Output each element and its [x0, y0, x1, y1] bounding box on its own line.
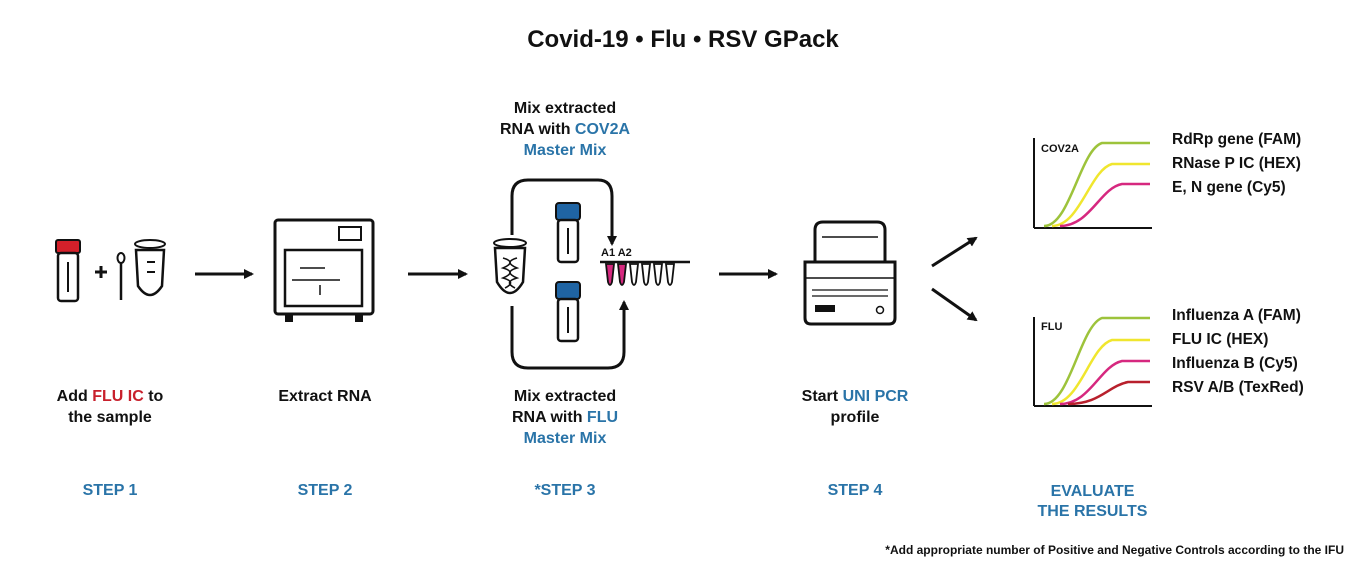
evaluate-label: EVALUATE THE RESULTS	[1010, 482, 1175, 522]
mix-loop-top	[510, 178, 617, 246]
step3-bottom-line1: Mix extracted	[513, 388, 617, 405]
step3-top-line1: Mix extracted	[513, 100, 617, 117]
sample-cup-icon	[134, 239, 166, 297]
plus-icon	[95, 266, 107, 278]
step1-caption: Add FLU IC to the sample	[25, 386, 195, 428]
arrow-to-flu-results	[931, 287, 978, 322]
step3-bottom-line2: RNA with	[511, 409, 587, 426]
well-labels: A1 A2	[601, 247, 632, 259]
legend-entry: FLU IC (HEX)	[1172, 331, 1269, 348]
evaluate-label-line2: THE RESULTS	[1037, 503, 1148, 520]
cov2a-legend: RdRp gene (FAM) RNase P IC (HEX) E, N ge…	[1172, 128, 1301, 200]
legend-entry: RNase P IC (HEX)	[1172, 155, 1301, 172]
legend-entry: RSV A/B (TexRed)	[1172, 379, 1304, 396]
legend-entry: E, N gene (Cy5)	[1172, 179, 1286, 196]
step3-label: *STEP 3	[534, 482, 596, 499]
step1-caption-text: Add	[56, 388, 93, 405]
evaluate-label-line1: EVALUATE	[1050, 483, 1135, 500]
flu-ic-highlight: FLU IC	[92, 388, 144, 405]
step2-caption: Extract RNA	[278, 388, 372, 405]
flu-master-mix-tube-icon	[555, 281, 581, 343]
footnote: *Add appropriate number of Positive and …	[885, 543, 1344, 557]
cov2a-plot-label: COV2A	[1041, 143, 1079, 155]
rna-tube-icon	[493, 238, 527, 295]
pcr-instrument-icon	[803, 220, 897, 326]
step1-label: STEP 1	[82, 482, 138, 499]
flu-amplification-plot	[1033, 316, 1152, 407]
cov2a-master-mix-tube-icon	[555, 202, 581, 264]
uni-pcr-highlight: UNI PCR	[842, 388, 909, 405]
step4-caption-line2: profile	[830, 409, 880, 426]
flu-plot-label: FLU	[1041, 321, 1063, 333]
cov2a-amplification-plot	[1033, 138, 1152, 229]
flu-highlight: FLU	[586, 409, 619, 426]
legend-entry: Influenza A (FAM)	[1172, 307, 1301, 324]
legend-entry: RdRp gene (FAM)	[1172, 131, 1302, 148]
mix-loop-bottom	[510, 300, 629, 370]
legend-entry: Influenza B (Cy5)	[1172, 355, 1298, 372]
arrow-to-cov2a-results	[931, 236, 978, 268]
step4-caption: Start UNI PCR profile	[770, 386, 940, 428]
step3-top-caption: Mix extracted RNA with COV2A Master Mix	[465, 98, 665, 161]
step1-caption-text-end: to	[143, 388, 164, 405]
cov2a-highlight: COV2A	[574, 121, 631, 138]
step4-label: STEP 4	[827, 482, 883, 499]
sample-tube-icon	[55, 239, 81, 303]
extraction-instrument-icon	[273, 218, 375, 322]
swab-icon	[116, 252, 126, 300]
pcr-strip-icon	[600, 260, 690, 286]
step3-bottom-caption: Mix extracted RNA with FLU Master Mix	[465, 386, 665, 449]
step3-bottom-line3: Master Mix	[523, 430, 607, 447]
step2-label: STEP 2	[297, 482, 353, 499]
flu-legend: Influenza A (FAM) FLU IC (HEX) Influenza…	[1172, 304, 1304, 400]
diagram-title: Covid-19 • Flu • RSV GPack	[527, 26, 839, 53]
step3-top-line2: RNA with	[499, 121, 575, 138]
step1-caption-line2: the sample	[68, 409, 152, 426]
step3-top-line3: Master Mix	[523, 142, 607, 159]
step4-caption-text: Start	[801, 388, 843, 405]
